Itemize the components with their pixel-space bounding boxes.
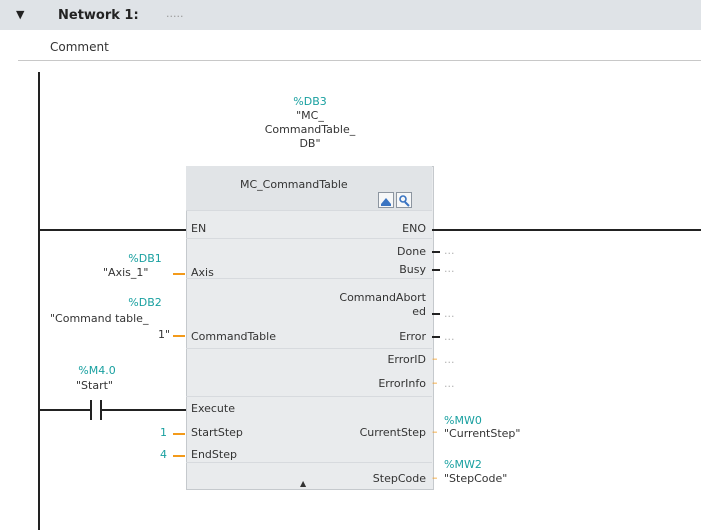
- start-name[interactable]: "Start": [76, 379, 113, 392]
- pin-eno: ENO: [402, 222, 426, 235]
- pin-end-step: EndStep: [191, 448, 237, 461]
- eno-wire: [432, 229, 701, 231]
- pin-done: Done: [397, 245, 426, 258]
- error-info-dash: –: [432, 376, 438, 389]
- start-step-wire: [173, 433, 185, 435]
- execute-wire-left: [38, 409, 90, 411]
- step-code-dash: –: [432, 471, 438, 484]
- pin-execute: Execute: [191, 402, 235, 415]
- pin-command-aborted-2: ed: [412, 305, 426, 318]
- command-table-name-1[interactable]: "Command table_: [50, 312, 149, 325]
- tool-icon[interactable]: [396, 192, 412, 208]
- network-comment[interactable]: Comment: [50, 40, 109, 54]
- block-separator: [186, 238, 432, 239]
- online-icon[interactable]: [378, 192, 394, 208]
- busy-operand[interactable]: ...: [444, 262, 455, 275]
- pin-current-step: CurrentStep: [359, 426, 426, 439]
- pin-busy: Busy: [399, 263, 426, 276]
- current-step-address[interactable]: %MW0: [444, 414, 482, 427]
- execute-wire-right: [102, 409, 186, 411]
- current-step-name[interactable]: "CurrentStep": [444, 427, 521, 440]
- start-address[interactable]: %M4.0: [78, 364, 116, 377]
- comment-row[interactable]: [18, 36, 701, 61]
- collapse-arrow-icon[interactable]: ▼: [16, 8, 25, 21]
- block-separator: [186, 210, 432, 211]
- done-operand[interactable]: ...: [444, 244, 455, 257]
- error-id-dash: –: [432, 352, 438, 365]
- block-separator: [186, 396, 432, 397]
- network-title-placeholder[interactable]: .....: [166, 7, 184, 20]
- pin-step-code: StepCode: [372, 472, 426, 485]
- contact-left-bar: [90, 400, 92, 420]
- en-wire: [38, 229, 186, 231]
- pin-error: Error: [399, 330, 426, 343]
- function-block[interactable]: [186, 166, 434, 490]
- pin-start-step: StartStep: [191, 426, 243, 439]
- pin-error-info: ErrorInfo: [378, 377, 426, 390]
- busy-connector: [432, 269, 440, 271]
- command-table-address[interactable]: %DB2: [128, 296, 162, 309]
- instance-db-name-1[interactable]: "MC_: [296, 109, 324, 122]
- end-step-wire: [173, 455, 185, 457]
- network-header: [0, 0, 701, 30]
- expand-arrow-icon[interactable]: ▲: [300, 479, 307, 488]
- block-separator: [186, 278, 432, 279]
- pin-error-id: ErrorID: [387, 353, 426, 366]
- block-name: MC_CommandTable: [240, 178, 348, 191]
- done-connector: [432, 251, 440, 253]
- pin-en: EN: [191, 222, 207, 235]
- block-separator: [186, 462, 432, 463]
- axis-address[interactable]: %DB1: [128, 252, 162, 265]
- power-rail: [38, 72, 40, 530]
- pin-command-aborted-1: CommandAbort: [339, 291, 426, 304]
- pin-axis: Axis: [191, 266, 214, 279]
- axis-wire: [173, 273, 185, 275]
- network-title[interactable]: Network 1:: [58, 8, 139, 23]
- start-step-value[interactable]: 1: [160, 426, 167, 439]
- end-step-value[interactable]: 4: [160, 448, 167, 461]
- error-info-operand[interactable]: ...: [444, 377, 455, 390]
- pin-command-table: CommandTable: [191, 330, 276, 343]
- current-step-dash: –: [432, 425, 438, 438]
- contact-right-bar[interactable]: [100, 400, 102, 420]
- error-connector: [432, 336, 440, 338]
- error-id-operand[interactable]: ...: [444, 353, 455, 366]
- command-aborted-operand[interactable]: ...: [444, 307, 455, 320]
- step-code-name[interactable]: "StepCode": [444, 472, 508, 485]
- command-aborted-connector: [432, 313, 440, 315]
- block-separator: [186, 348, 432, 349]
- command-table-name-2[interactable]: 1": [158, 328, 171, 341]
- instance-db-name-3[interactable]: DB": [299, 137, 321, 150]
- step-code-address[interactable]: %MW2: [444, 458, 482, 471]
- command-table-wire: [173, 335, 185, 337]
- axis-name[interactable]: "Axis_1": [103, 266, 149, 279]
- error-operand[interactable]: ...: [444, 330, 455, 343]
- instance-db-address[interactable]: %DB3: [293, 95, 327, 108]
- instance-db-name-2[interactable]: CommandTable_: [264, 123, 356, 136]
